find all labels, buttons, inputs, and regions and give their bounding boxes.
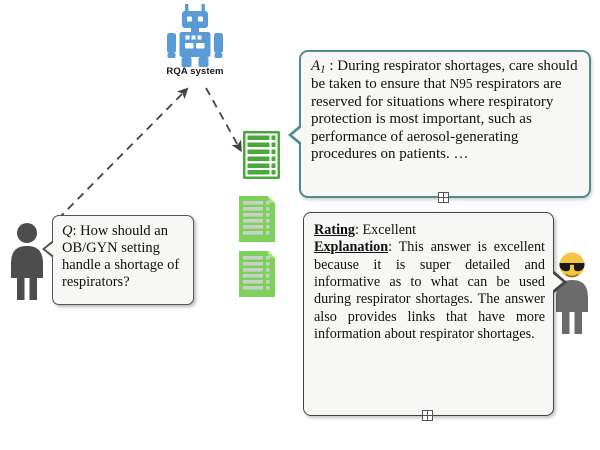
answer-label-subscript: 1 bbox=[320, 63, 326, 76]
explanation-text: This answer is excellent because it is s… bbox=[314, 239, 545, 342]
explanation-separator: : bbox=[388, 239, 399, 256]
rqa-system-label: RQA system bbox=[166, 66, 224, 77]
answer-n95-token: N95 bbox=[449, 76, 473, 91]
rating-line: Rating: Excellent bbox=[314, 222, 545, 239]
answer-text-part-1: During respirator shortages, care should… bbox=[311, 58, 578, 92]
person-icon-asker bbox=[11, 223, 43, 300]
explanation-block: Explanation: This answer is excellent be… bbox=[314, 239, 545, 343]
question-separator: : bbox=[72, 223, 81, 239]
arrow-system-to-documents bbox=[205, 87, 242, 153]
rating-label: Rating bbox=[314, 222, 355, 238]
explanation-label: Explanation bbox=[314, 239, 389, 256]
resize-grid-handle-icon-answer[interactable] bbox=[438, 192, 449, 203]
document-icon-retrieved-primary[interactable] bbox=[243, 131, 282, 181]
document-icon-retrieved-tertiary[interactable] bbox=[239, 251, 277, 299]
question-callout[interactable]: Q: How should an OB/GYN setting handle a… bbox=[42, 215, 194, 305]
question-text: How should an OB/GYN setting handle a sh… bbox=[62, 223, 180, 291]
question-label: Q bbox=[62, 223, 73, 239]
answer-label: A bbox=[311, 58, 321, 74]
robot-icon bbox=[167, 4, 223, 67]
rating-separator: : bbox=[355, 222, 363, 238]
answer-separator: : bbox=[325, 58, 338, 74]
answer-callout[interactable]: A1 : During respirator shortages, care s… bbox=[288, 50, 591, 198]
arrow-question-to-system bbox=[57, 87, 189, 220]
resize-grid-handle-icon-rating[interactable] bbox=[422, 410, 433, 421]
document-icon-retrieved-secondary[interactable] bbox=[239, 196, 277, 244]
rating-callout[interactable]: Rating: Excellent Explanation: This answ… bbox=[303, 212, 567, 416]
rqa-system-group: RQA system bbox=[160, 2, 230, 84]
rating-value: Excellent bbox=[362, 222, 417, 238]
answer-text-part-2: respirators are reserved for situations … bbox=[311, 76, 562, 163]
